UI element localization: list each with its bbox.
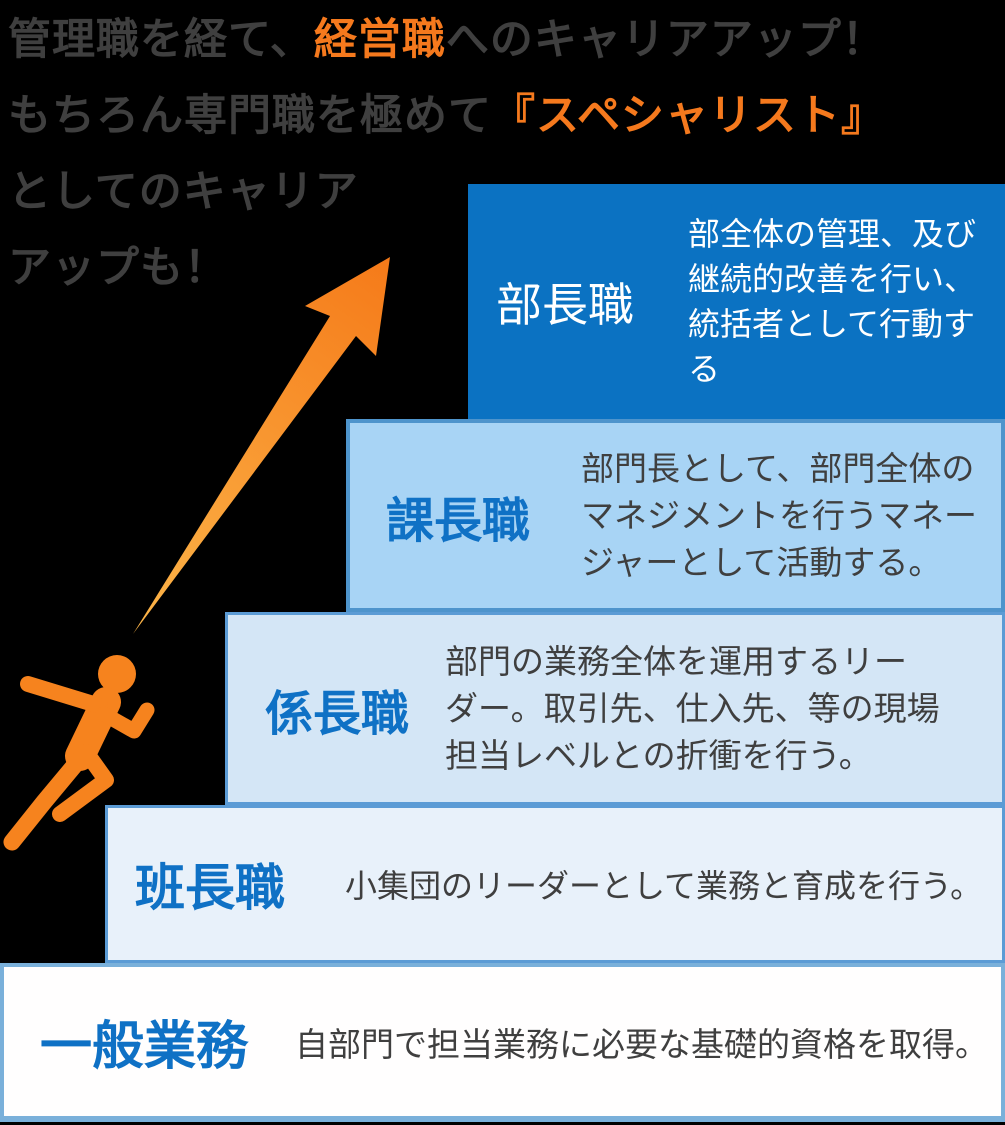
step-description: 部門の業務全体を運用するリー ダー。取引先、仕入先、等の現場 担当レベルとの折衝… [445,643,940,774]
headline-text: へのキャリアアップ！ [445,16,886,64]
step-description: 自部門で担当業務に必要な基礎的資格を取得。 [295,1025,988,1063]
headline-text: もちろん専門職を極めて [8,92,492,140]
step-title: 課長職 [386,494,531,548]
step-description: 部門長として、部門全体の マネジメントを行うマネー ジャーとして活動する。 [581,450,977,581]
step-bucho: 部長職 部全体の管理、及び 継続的改善を行い、 統括者として行動する [468,184,1005,419]
step-title: 部長職 [496,278,634,331]
headline-highlight-keiei: 経営職 [313,16,446,64]
step-hancho: 班長職 小集団のリーダーとして業務と育成を行う。 [105,805,1005,963]
step-title: 班長職 [135,860,285,916]
headline-text: 管理職を経て、 [8,16,314,64]
step-kacho: 課長職 部門長として、部門全体の マネジメントを行うマネー ジャーとして活動する… [346,419,1005,612]
step-title: 一般業務 [40,1018,249,1076]
headline-line-2: もちろん専門職を極めて『スペシャリスト』 [8,78,998,154]
step-description: 小集団のリーダーとして業務と育成を行う。 [345,868,983,904]
step-kakaricho: 係長職 部門の業務全体を運用するリー ダー。取引先、仕入先、等の現場 担当レベル… [225,612,1005,805]
headline-line-3: としてのキャリア [8,168,359,216]
step-description: 部全体の管理、及び 継続的改善を行い、 統括者として行動する [688,215,977,387]
headline-line-1: 管理職を経て、経営職へのキャリアアップ！ [8,2,998,78]
step-title: 係長職 [265,687,410,741]
headline-highlight-specialist: 『スペシャリスト』 [492,92,885,140]
step-ippan: 一般業務 自部門で担当業務に必要な基礎的資格を取得。 [0,963,1005,1122]
headline: 管理職を経て、経営職へのキャリアアップ！ もちろん専門職を極めて『スペシャリスト… [8,2,998,306]
